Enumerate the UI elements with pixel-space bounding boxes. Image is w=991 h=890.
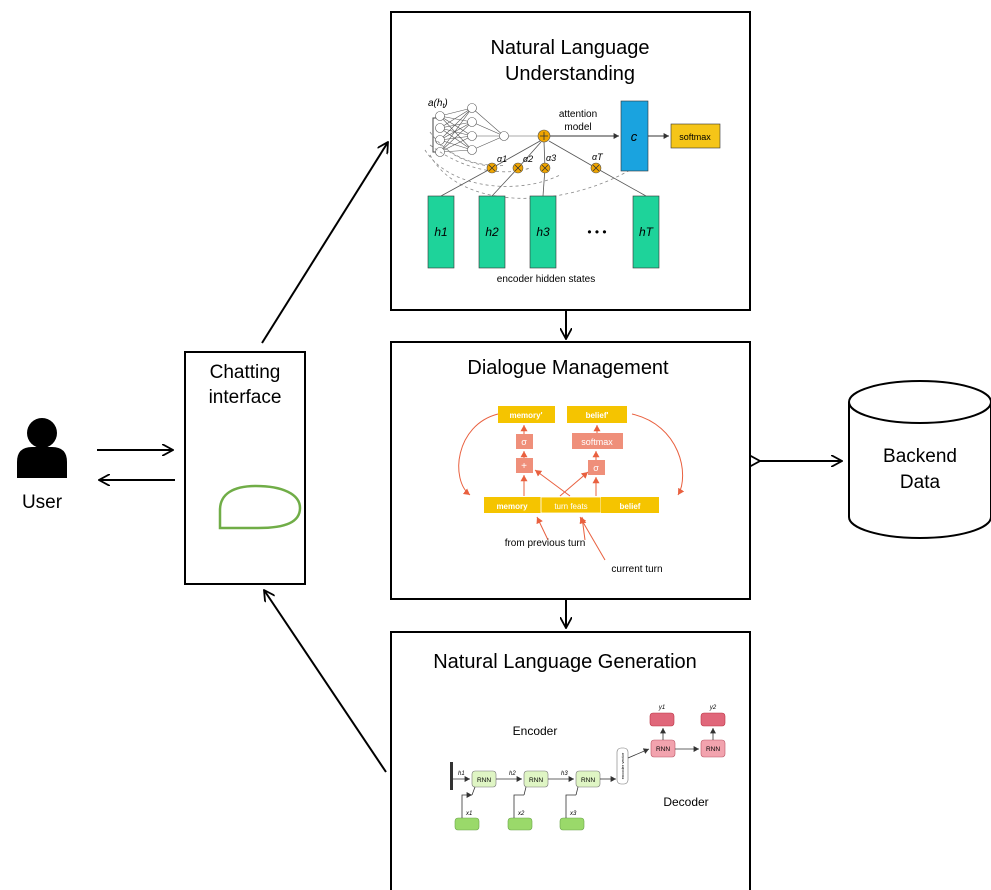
input-x1 <box>454 817 480 831</box>
alpha-label-T: αT <box>592 152 604 162</box>
attention-label-line2: model <box>564 122 591 133</box>
hidden-state-h1 <box>427 195 455 269</box>
alpha-label-3: α3 <box>546 153 556 163</box>
output-y1 <box>649 712 675 727</box>
neural-net-icon <box>435 103 540 157</box>
context-vector-c <box>620 100 649 172</box>
hidden-state-h2 <box>478 195 506 269</box>
a-of-h-label: a(ht) <box>428 98 448 110</box>
sigma-label-left: σ <box>521 437 527 447</box>
h-label-1: h1 <box>458 771 465 777</box>
output-y2 <box>700 712 726 727</box>
memory-box <box>484 497 541 513</box>
softmax-box <box>670 123 721 149</box>
hidden-label-h3: h3 <box>536 225 550 239</box>
backend-label-line1: Backend <box>883 446 957 467</box>
h-label-2: h2 <box>509 771 516 777</box>
turn-feats-label: turn feats <box>554 502 587 511</box>
context-label: c <box>631 129 638 144</box>
input-x2 <box>507 817 533 831</box>
hidden-state-h3 <box>529 195 557 269</box>
x-label-1: x1 <box>465 811 472 817</box>
belief-label: belief <box>620 502 641 511</box>
user-icon <box>17 418 67 478</box>
nlg-title: Natural Language Generation <box>433 651 697 673</box>
from-previous-turn-label: from previous turn <box>505 538 586 549</box>
softmax-label-dm: softmax <box>581 437 613 447</box>
encoder-hidden-states-label: encoder hidden states <box>497 274 595 285</box>
attention-label-line1: attention <box>559 109 597 120</box>
input-x3 <box>559 817 585 831</box>
hidden-state-hT <box>632 195 660 269</box>
encoder-rnn-label-1: RNN <box>477 777 491 784</box>
softmax-label: softmax <box>679 132 711 142</box>
decoder-label: Decoder <box>663 795 708 809</box>
memory-prime-label: memory' <box>509 411 542 420</box>
belief-prime-label: belief' <box>586 411 609 420</box>
dialogue-management-figure: memory' belief' σ + softmax σ memory tur… <box>458 406 685 575</box>
nlu-title-line1: Natural Language <box>490 37 649 59</box>
y-label-1: y1 <box>658 705 665 711</box>
plus-label: + <box>521 461 527 472</box>
belief-prime-box <box>567 406 627 423</box>
seq2seq-figure: Encoder Decoder RNN RNN RNN h1 h2 h3 <box>450 705 726 831</box>
ellipsis: • • • <box>587 225 606 239</box>
chat-title-line2: interface <box>209 387 282 408</box>
sigma-label-right: σ <box>593 463 599 473</box>
chat-title-line1: Chatting <box>210 362 281 383</box>
attention-model-figure: a(ht) h1 h2 h3 hT • • • <box>424 98 721 285</box>
current-turn-label: current turn <box>611 564 662 575</box>
hidden-label-h2: h2 <box>485 225 499 239</box>
nlu-title-line2: Understanding <box>505 63 635 85</box>
dm-title: Dialogue Management <box>467 357 669 379</box>
softmax-box-dm <box>572 433 623 449</box>
nlg-to-chat-arrow <box>264 590 387 773</box>
chat-bubble-icon <box>218 484 302 530</box>
y-label-2: y2 <box>709 705 717 711</box>
encoder-label: Encoder <box>513 724 558 738</box>
alpha-label-1: α1 <box>497 154 507 164</box>
user-label: User <box>22 492 63 513</box>
encoder-rnn-label-3: RNN <box>581 777 595 784</box>
dm-box <box>390 341 751 600</box>
sigma-box-left <box>516 434 533 449</box>
backend-label-line2: Data <box>900 472 941 493</box>
encoder-vector-label: encoder vector <box>620 752 625 779</box>
chat-to-nlu-arrow <box>261 142 388 344</box>
hidden-label-h1: h1 <box>434 225 447 239</box>
nlg-box <box>390 631 751 890</box>
chatting-interface-box <box>184 351 306 585</box>
x-label-2: x2 <box>517 811 525 817</box>
encoder-rnn-label-2: RNN <box>529 777 543 784</box>
memory-prime-box <box>498 406 555 423</box>
belief-box <box>601 497 659 513</box>
hidden-label-hT: hT <box>639 225 655 239</box>
sigma-box-right <box>588 460 605 475</box>
h-label-3: h3 <box>561 771 568 777</box>
backend-database-icon <box>848 380 991 539</box>
alpha-label-2: α2 <box>523 154 533 164</box>
decoder-rnn-label-1: RNN <box>656 746 670 753</box>
memory-label: memory <box>496 502 528 511</box>
encoder-vector-box <box>616 747 629 785</box>
x-label-3: x3 <box>569 811 577 817</box>
decoder-rnn-label-2: RNN <box>706 746 720 753</box>
plus-box <box>516 458 533 473</box>
